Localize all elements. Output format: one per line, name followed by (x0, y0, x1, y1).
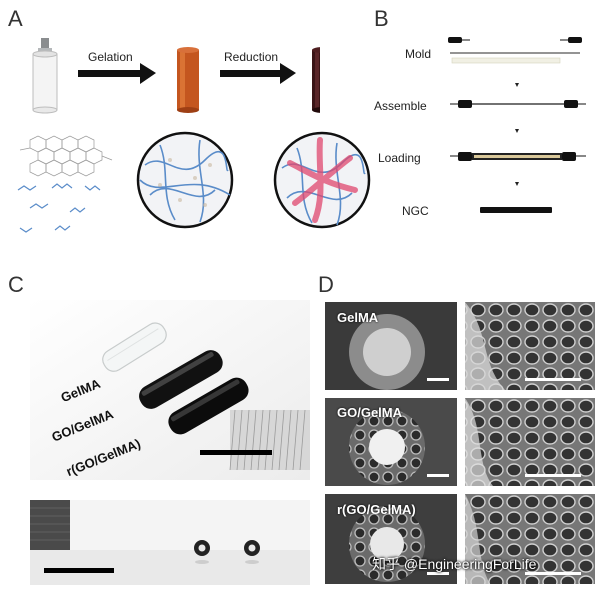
scale-bar (200, 450, 272, 455)
panel-a-letter: A (8, 6, 23, 31)
mold-label: Mold (405, 47, 432, 61)
assemble-label: Assemble (374, 99, 427, 113)
watermark: 知乎 @EngineeringForLife (372, 556, 537, 572)
sem-gelma-label: GelMA (337, 310, 379, 325)
rgo-network-circle-icon (273, 131, 371, 229)
panel-c-photo (30, 300, 310, 480)
gelma-molecule-icon (17, 183, 101, 233)
ngc-label: NGC (402, 204, 429, 218)
gelation-arrow (78, 63, 156, 84)
go-gelma-cylinder-icon (177, 47, 199, 113)
gelma-tube-icon (102, 322, 167, 372)
sem-gelma-left (325, 302, 457, 390)
r-go-gelma-cylinder-icon (312, 47, 320, 113)
go-gelma-tube-icon (139, 350, 223, 409)
conduit-crosssection-icon (194, 540, 260, 564)
sem-go-gelma-left (325, 398, 457, 486)
gelation-label: Gelation (88, 50, 133, 64)
mold-cylinder-icon (32, 38, 58, 114)
r-go-gelma-tube-icon (168, 377, 249, 435)
graphene-oxide-structure-icon (19, 135, 113, 177)
panel-d-letter: D (318, 272, 334, 297)
panel-c-crosssection-photo (30, 500, 310, 585)
panel-c-letter: C (8, 272, 24, 297)
panel-b-letter: B (374, 6, 389, 31)
sem-go-gelma-right (465, 398, 595, 486)
loaded-mold-icon (450, 152, 586, 161)
down-arrow-icon (515, 129, 519, 133)
panel-a-figure (17, 38, 320, 233)
down-arrow-icon (515, 182, 519, 186)
mold-parts-icon (448, 37, 582, 64)
sem-go-gelma-label: GO/GelMA (337, 405, 403, 420)
panel-d-sem-grid (325, 302, 595, 584)
assembled-mold-icon (450, 100, 586, 108)
sem-gelma-right (465, 302, 595, 390)
loading-label: Loading (378, 151, 421, 165)
sem-r-go-gelma-left (325, 494, 457, 584)
scale-bar (44, 568, 114, 573)
reduction-arrow (220, 63, 296, 84)
ruler-icon (229, 409, 310, 471)
ngc-conduit-icon (480, 207, 552, 213)
panel-b-figure (448, 37, 586, 213)
reduction-label: Reduction (224, 50, 279, 64)
down-arrow-icon (515, 83, 519, 87)
sem-r-go-gelma-label: r(GO/GelMA) (337, 502, 416, 517)
r-go-network-figure (273, 131, 371, 229)
go-network-circle-icon (136, 131, 234, 229)
sem-r-go-gelma-right (465, 494, 595, 584)
